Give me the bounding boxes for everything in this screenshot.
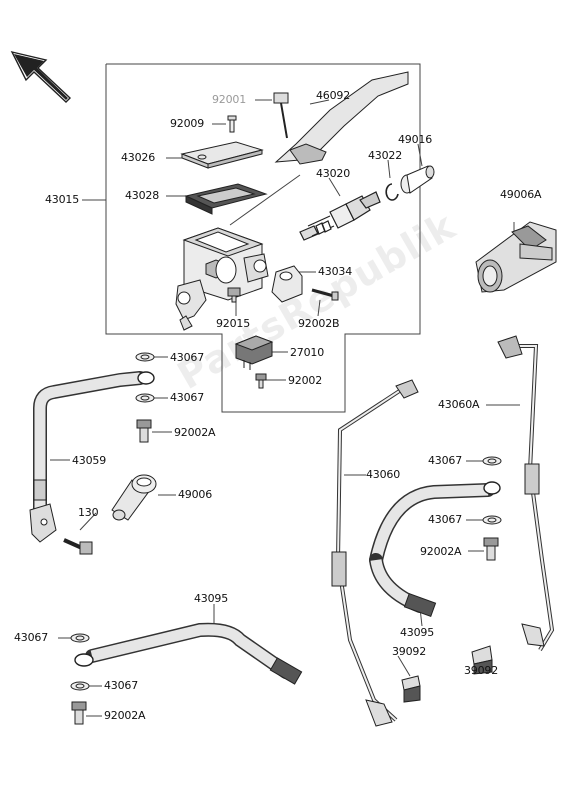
part-label-43067-a: 43067: [170, 351, 204, 364]
part-label-130: 130: [78, 506, 99, 519]
washer-43067-b: [135, 393, 155, 403]
part-label-92015: 92015: [216, 317, 250, 330]
joint-49006: [111, 474, 157, 521]
part-label-43026: 43026: [121, 151, 155, 164]
brake-pipe-43060: [331, 379, 419, 727]
boot-49016: [400, 165, 435, 194]
part-label-43060: 43060: [366, 468, 400, 481]
part-label-39092-a: 39092: [392, 645, 426, 658]
part-label-43067-d: 43067: [428, 513, 462, 526]
bolt-92002A-b: [483, 537, 499, 561]
brake-pipe-43060A: [497, 335, 555, 652]
bolt-130: [63, 538, 93, 555]
part-label-43095-b: 43095: [400, 626, 434, 639]
part-label-92001: 92001: [212, 93, 246, 106]
part-label-43020: 43020: [316, 167, 350, 180]
part-label-49006A: 49006A: [500, 188, 542, 201]
washer-43067-f: [70, 681, 90, 691]
washer-43067-c: [482, 456, 502, 466]
part-label-43059: 43059: [72, 454, 106, 467]
washer-43067-d: [482, 515, 502, 525]
part-label-43067-f: 43067: [104, 679, 138, 692]
part-label-43095-a: 43095: [194, 592, 228, 605]
hose-43095-bottom: [74, 622, 303, 685]
part-label-49016: 49016: [398, 133, 432, 146]
clamp-39092-b: [471, 645, 493, 675]
north-west-arrow-icon: [10, 50, 72, 103]
part-label-92002A-c: 92002A: [104, 709, 146, 722]
part-label-43015: 43015: [45, 193, 79, 206]
screw-92002: [255, 373, 267, 389]
brake-lever: [273, 71, 409, 165]
part-label-39092-b: 39092: [464, 664, 498, 677]
part-label-43067-c: 43067: [428, 454, 462, 467]
part-label-43067-e: 43067: [14, 631, 48, 644]
circlip-43022: [385, 183, 399, 201]
part-label-92002: 92002: [288, 374, 322, 387]
screw-92009: [227, 115, 237, 133]
screw-92015: [227, 287, 241, 303]
clamp-39092-a: [401, 675, 421, 703]
washer-43067-a: [135, 352, 155, 362]
part-label-27010: 27010: [290, 346, 324, 359]
cover-49006A: [475, 221, 557, 293]
part-label-49006: 49006: [178, 488, 212, 501]
bolt-92002A-c: [71, 701, 87, 725]
part-label-92002B: 92002B: [298, 317, 340, 330]
part-label-43060A: 43060A: [438, 398, 480, 411]
part-label-92002A-a: 92002A: [174, 426, 216, 439]
part-label-43022: 43022: [368, 149, 402, 162]
bolt-92002B: [311, 288, 339, 301]
washer-43067-e: [70, 633, 90, 643]
piston-kit-43020: [299, 191, 381, 241]
part-label-92002A-b: 92002A: [420, 545, 462, 558]
part-label-43067-b: 43067: [170, 391, 204, 404]
reservoir-cap-43026: [180, 141, 264, 169]
hose-43095-right: [369, 481, 501, 618]
brake-switch-27010: [234, 335, 274, 370]
bolt-92002A-a: [136, 419, 152, 443]
part-label-43028: 43028: [125, 189, 159, 202]
part-label-92009: 92009: [170, 117, 204, 130]
hose-43059: [29, 371, 155, 543]
clamp-43034: [271, 265, 303, 303]
diaphragm-43028: [184, 183, 268, 215]
master-cylinder-body: [175, 227, 269, 331]
part-label-43034: 43034: [318, 265, 352, 278]
part-label-46092: 46092: [316, 89, 350, 102]
